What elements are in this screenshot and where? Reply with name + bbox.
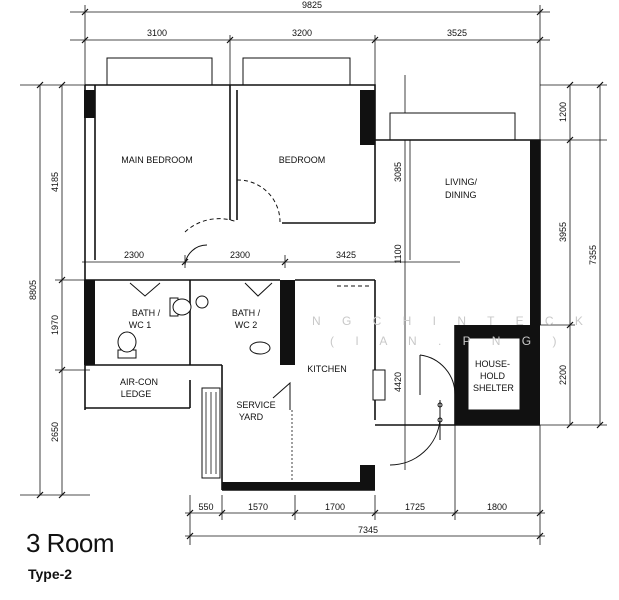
plan-subtitle: Type-2 [28, 566, 73, 582]
dim-top-total: 9825 [302, 0, 322, 10]
label-shelter-2: HOLD [480, 371, 506, 381]
dim-top-1: 3100 [147, 28, 167, 38]
dashed-lines [184, 179, 376, 303]
label-aircon-2: LEDGE [121, 389, 152, 399]
dim-inner-2: 1100 [393, 244, 403, 263]
watermark-line-2: ( I A N . P N G ) [330, 334, 565, 348]
dim-bottom-total: 7345 [358, 525, 378, 535]
label-bath1-1: BATH / [132, 308, 161, 318]
dim-right-3: 2200 [558, 365, 568, 385]
dim-inner-3: 4420 [393, 372, 403, 392]
label-kitchen: KITCHEN [307, 364, 347, 374]
dim-bottom-2: 1570 [248, 502, 268, 512]
plan-title: 3 Room [26, 528, 115, 558]
dim-right-1: 1200 [558, 102, 568, 122]
dim-bottom-1: 550 [198, 502, 213, 512]
label-living-2: DINING [445, 190, 477, 200]
dim-left-total: 8805 [28, 280, 38, 300]
dim-right-2: 3955 [558, 222, 568, 242]
label-bath2-1: BATH / [232, 308, 261, 318]
dim-top-3: 3525 [447, 28, 467, 38]
walls [84, 84, 541, 491]
shelter-interior [467, 337, 521, 411]
label-service-2: YARD [239, 412, 264, 422]
watermark-line-1: N G C H I N T E C K [312, 314, 592, 328]
label-bedroom: BEDROOM [279, 155, 326, 165]
window-planters [106, 57, 516, 141]
label-service-1: SERVICE [236, 400, 275, 410]
label-main-bedroom: MAIN BEDROOM [121, 155, 193, 165]
dim-left-1: 4185 [50, 172, 60, 192]
service-yard-slats [205, 392, 217, 474]
label-living-1: LIVING/ [445, 177, 478, 187]
dim-mid-1: 2300 [124, 250, 144, 260]
label-bath1-2: WC 1 [129, 320, 152, 330]
dimension-lines [20, 5, 607, 545]
doors [129, 244, 456, 466]
dimension-ticks [36, 8, 604, 540]
dim-left-2: 1970 [50, 315, 60, 335]
label-bath2-2: WC 2 [235, 320, 258, 330]
dim-right-total: 7355 [588, 245, 598, 265]
dim-mid-2: 2300 [230, 250, 250, 260]
dim-bottom-3: 1700 [325, 502, 345, 512]
dim-mid-3: 3425 [336, 250, 356, 260]
dim-inner-1: 3085 [393, 162, 403, 182]
structural-walls [84, 90, 540, 490]
dim-top-2: 3200 [292, 28, 312, 38]
dim-bottom-4: 1725 [405, 502, 425, 512]
label-shelter-3: SHELTER [473, 383, 514, 393]
dim-bottom-5: 1800 [487, 502, 507, 512]
label-shelter-1: HOUSE- [475, 359, 510, 369]
dim-left-3: 2650 [50, 422, 60, 442]
label-aircon-1: AIR-CON [120, 377, 158, 387]
